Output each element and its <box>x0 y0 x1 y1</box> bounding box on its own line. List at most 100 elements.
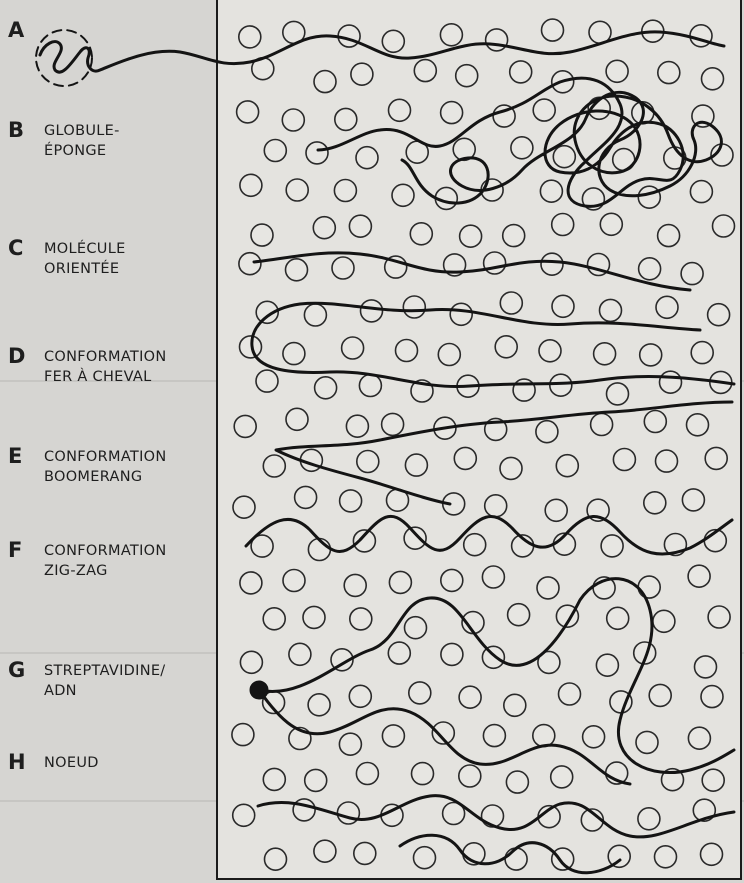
molecule-sphere <box>293 799 315 821</box>
molecule-sphere <box>403 296 425 318</box>
molecule-sphere <box>656 296 678 318</box>
molecule-sphere <box>388 642 410 664</box>
molecule-sphere <box>349 685 371 707</box>
molecule-sphere <box>340 490 362 512</box>
molecule-sphere <box>594 343 616 365</box>
molecule-sphere <box>354 842 376 864</box>
molecule-sphere <box>240 336 262 358</box>
molecule-sphere <box>701 843 723 865</box>
molecule-sphere <box>460 225 482 247</box>
molecule-sphere <box>454 447 476 469</box>
molecule-sphere <box>505 848 527 870</box>
molecule-sphere <box>607 383 629 405</box>
molecule-sphere <box>361 300 383 322</box>
molecule-sphere <box>382 725 404 747</box>
molecule-sphere <box>441 569 463 591</box>
molecule-sphere <box>550 374 572 396</box>
molecule-sphere <box>485 495 507 517</box>
molecule-sphere <box>537 577 559 599</box>
molecule-sphere <box>658 62 680 84</box>
molecule-sphere <box>251 224 273 246</box>
molecule-sphere <box>653 610 675 632</box>
molecule-sphere <box>314 71 336 93</box>
molecule-sphere <box>356 763 378 785</box>
molecule-sphere <box>256 370 278 392</box>
molecule-sphere <box>559 683 581 705</box>
molecule-sphere <box>483 725 505 747</box>
molecule-sphere <box>389 99 411 121</box>
molecule-sphere <box>335 108 357 130</box>
molecule-sphere <box>240 174 262 196</box>
molecule-sphere <box>464 534 486 556</box>
molecule-sphere <box>655 846 677 868</box>
molecule-sphere <box>357 451 379 473</box>
molecule-sphere <box>404 527 426 549</box>
molecule-sphere <box>644 492 666 514</box>
molecule-sphere <box>283 343 305 365</box>
molecule-sphere <box>441 643 463 665</box>
molecule-sphere <box>450 303 472 325</box>
molecule-sphere <box>239 26 261 48</box>
molecule-sphere <box>303 606 325 628</box>
molecule-sphere <box>688 727 710 749</box>
molecule-sphere <box>638 576 660 598</box>
molecule-sphere <box>306 142 328 164</box>
molecule-sphere <box>237 101 259 123</box>
molecule-sphere <box>638 186 660 208</box>
molecule-sphere <box>283 570 305 592</box>
molecule-sphere <box>263 608 285 630</box>
molecule-sphere <box>315 377 337 399</box>
molecule-sphere <box>553 146 575 168</box>
molecule-sphere <box>708 606 730 628</box>
molecule-sphere <box>690 181 712 203</box>
molecule-sphere <box>286 259 308 281</box>
molecule-sphere <box>304 304 326 326</box>
molecule-sphere <box>682 489 704 511</box>
molecule-sphere <box>503 225 525 247</box>
molecule-sphere <box>289 643 311 665</box>
molecule-sphere <box>484 252 506 274</box>
molecule-sphere <box>660 371 682 393</box>
molecule-sphere <box>282 109 304 131</box>
molecule-sphere <box>265 848 287 870</box>
molecule-sphere <box>591 414 613 436</box>
molecule-sphere <box>392 184 414 206</box>
molecule-sphere <box>332 257 354 279</box>
molecule-sphere <box>414 60 436 82</box>
molecule-sphere <box>382 413 404 435</box>
molecule-sphere <box>510 61 532 83</box>
molecule-sphere <box>263 768 285 790</box>
molecule-sphere <box>556 455 578 477</box>
molecule-sphere <box>240 651 262 673</box>
molecule-sphere <box>456 65 478 87</box>
molecule-sphere <box>504 694 526 716</box>
molecule-sphere <box>701 686 723 708</box>
molecule-sphere <box>687 414 709 436</box>
molecule-sphere <box>636 731 658 753</box>
molecule-sphere <box>313 217 335 239</box>
molecule-sphere <box>539 340 561 362</box>
molecule-sphere <box>459 686 481 708</box>
molecule-sphere <box>412 763 434 785</box>
molecule-sphere <box>608 845 630 867</box>
strand-c <box>254 253 690 290</box>
molecule-sphere <box>536 421 558 443</box>
molecule-sphere <box>409 682 431 704</box>
molecule-sphere <box>356 147 378 169</box>
molecule-sphere <box>713 215 735 237</box>
molecule-sphere <box>600 213 622 235</box>
molecule-sphere <box>410 223 432 245</box>
molecule-sphere <box>350 608 372 630</box>
molecule-sphere <box>441 102 463 124</box>
molecule-sphere <box>346 415 368 437</box>
molecule-sphere <box>533 99 555 121</box>
molecule-sphere <box>233 804 255 826</box>
molecule-sphere <box>233 496 255 518</box>
molecule-sphere <box>601 535 623 557</box>
molecule-sphere <box>613 449 635 471</box>
molecule-sphere <box>286 408 308 430</box>
molecule-sphere <box>702 68 724 90</box>
molecule-sphere <box>359 375 381 397</box>
molecule-sphere <box>552 295 574 317</box>
molecule-sphere <box>440 24 462 46</box>
